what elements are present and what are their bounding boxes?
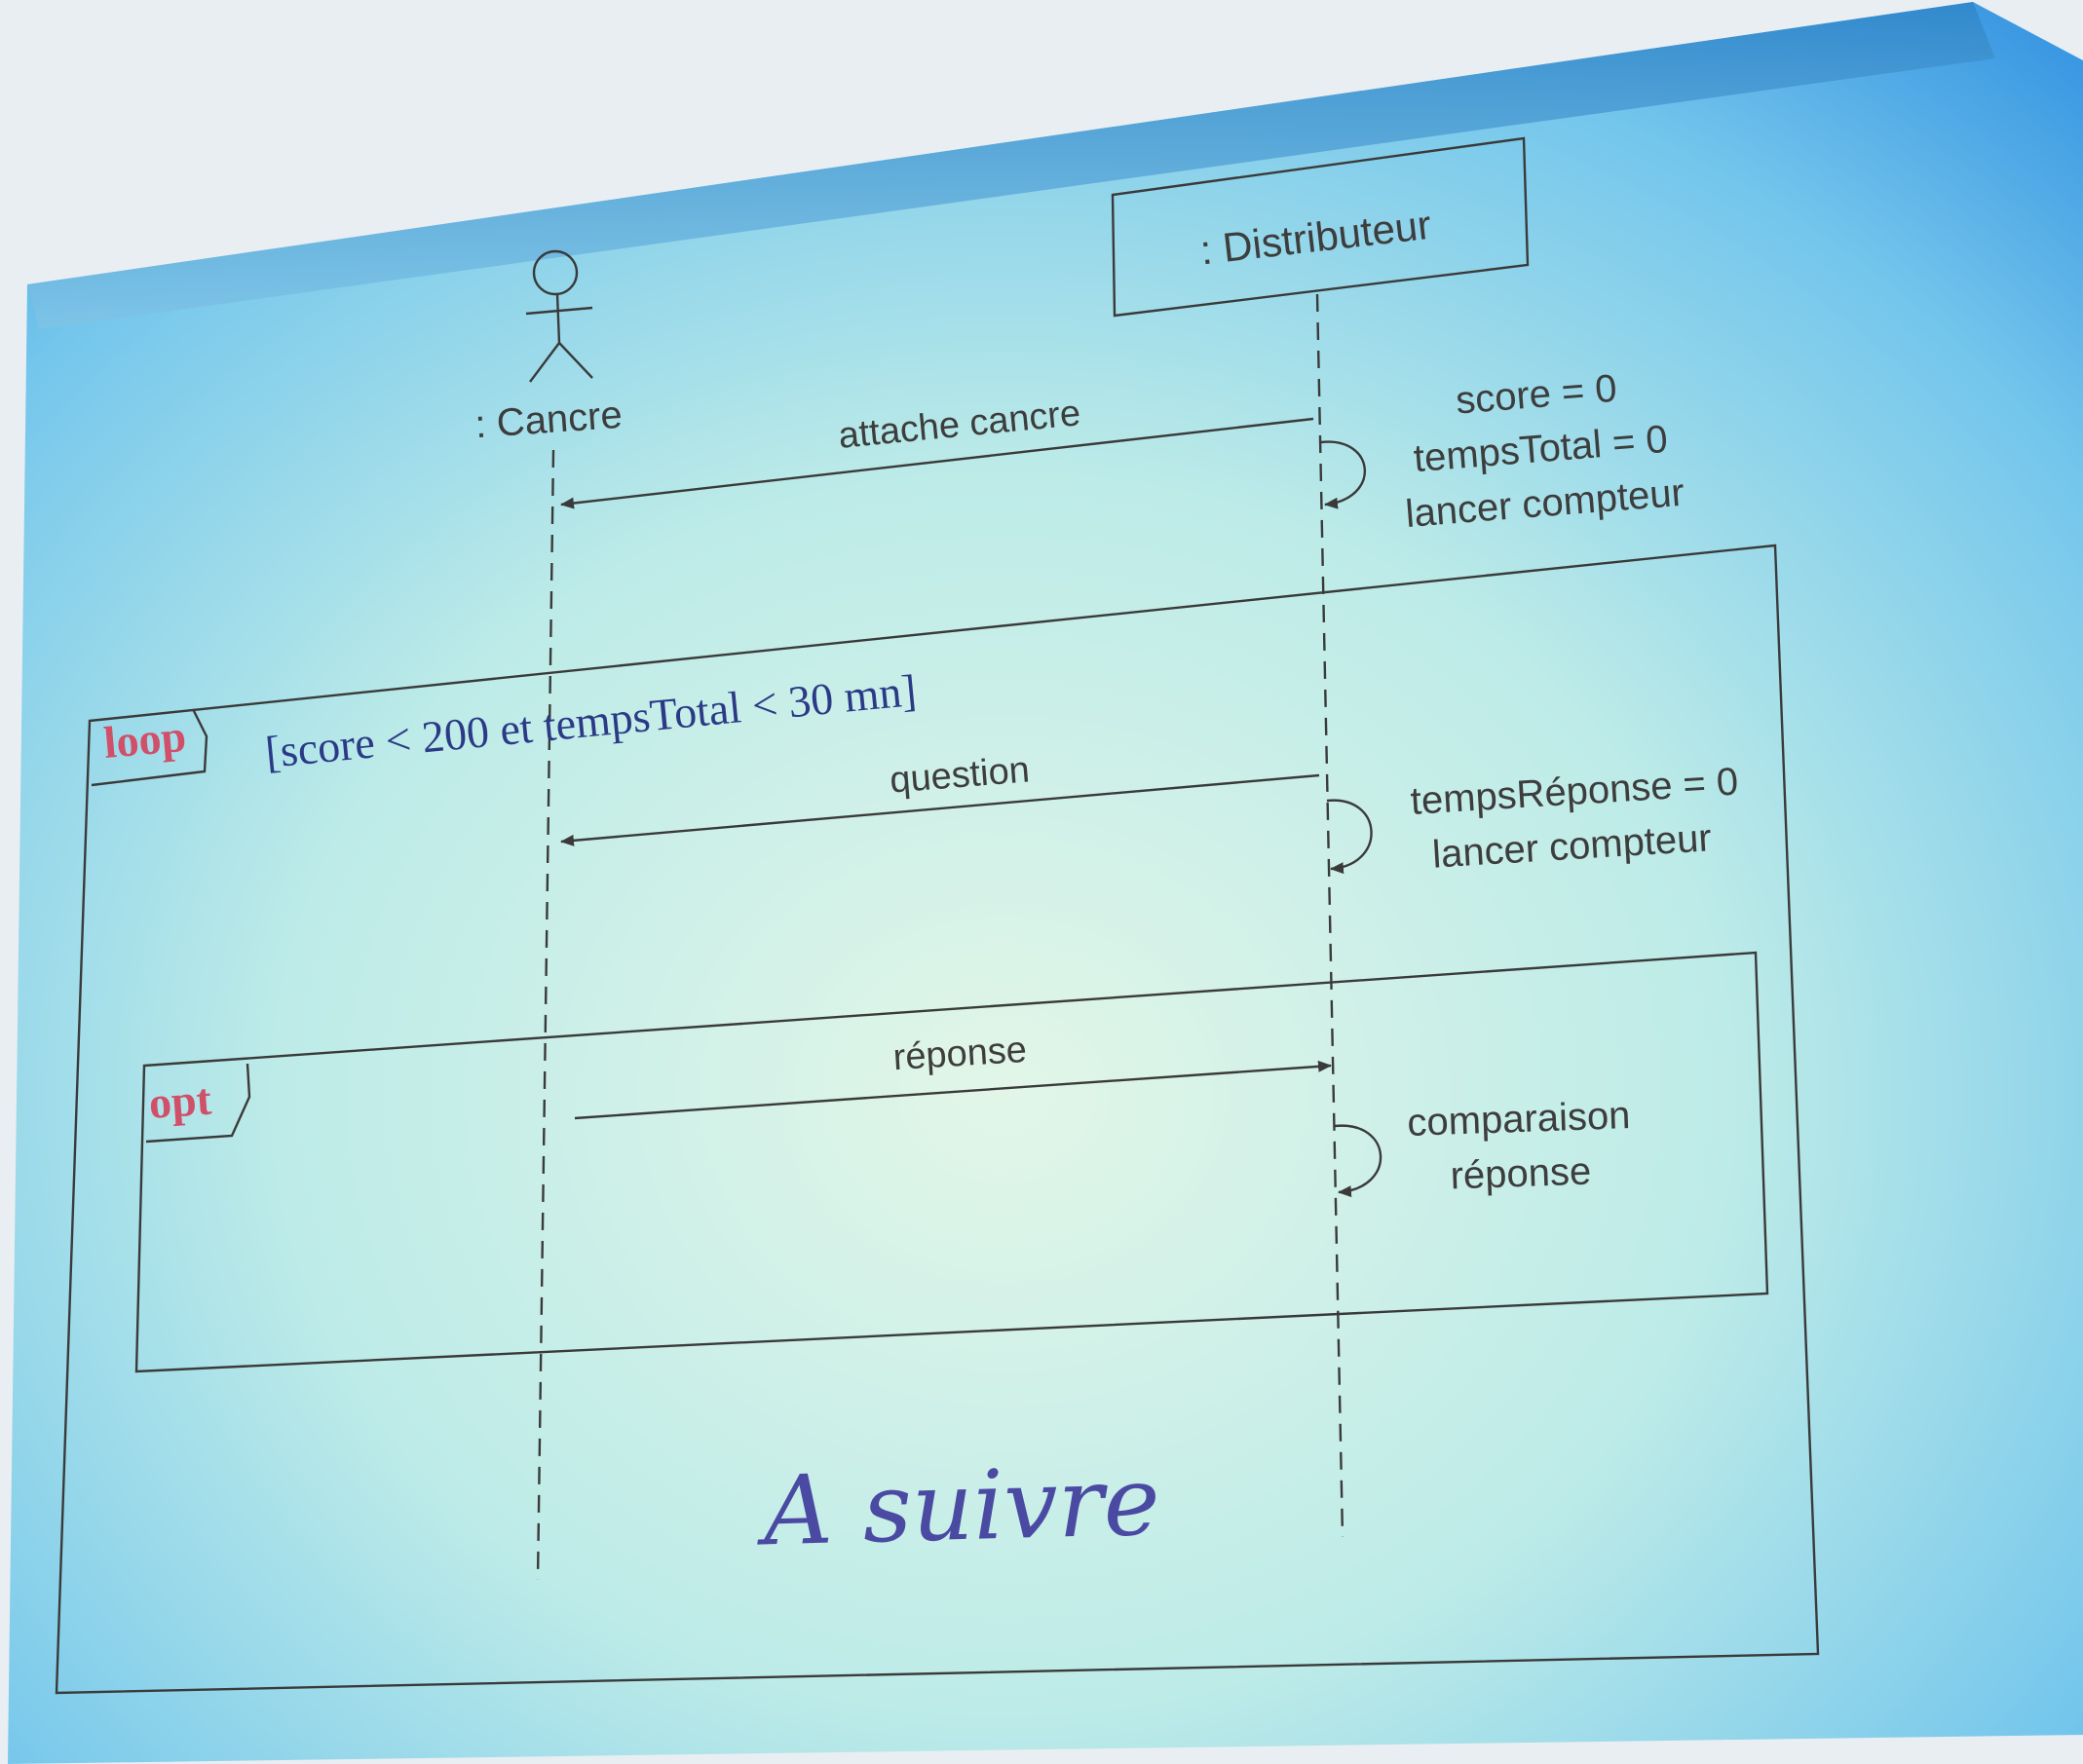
cancre-lifeline — [536, 449, 555, 1581]
comparaison-note-line2: réponse — [1450, 1149, 1592, 1197]
self-message-comparaison — [1334, 1124, 1382, 1198]
self-message-question — [1326, 799, 1373, 875]
a-suivre-text: A suivre — [754, 1446, 1161, 1568]
message-reponse — [574, 1060, 1332, 1120]
loop-frame — [55, 544, 1820, 1695]
opt-operator-tab — [145, 1063, 251, 1144]
opt-operator-label: opt — [147, 1074, 213, 1128]
comparaison-note: comparaison réponse — [1407, 1094, 1631, 1197]
message-question — [560, 773, 1320, 846]
message-attache-cancre — [560, 417, 1314, 509]
comparaison-note-line1: comparaison — [1407, 1094, 1631, 1145]
slide-background — [8, 2, 2083, 1764]
distributeur-lifeline — [1315, 293, 1344, 1538]
loop-operator-label: loop — [101, 711, 187, 768]
cancre-label: : Cancre — [473, 394, 624, 446]
distributeur-box — [1111, 136, 1530, 318]
opt-frame — [134, 951, 1769, 1373]
message-reponse-label: réponse — [891, 1030, 1028, 1078]
cancre-actor-icon — [525, 249, 593, 383]
slide-top-edge — [27, 2, 1995, 329]
loop-operator-tab — [91, 708, 208, 787]
self-message-init — [1320, 440, 1366, 509]
